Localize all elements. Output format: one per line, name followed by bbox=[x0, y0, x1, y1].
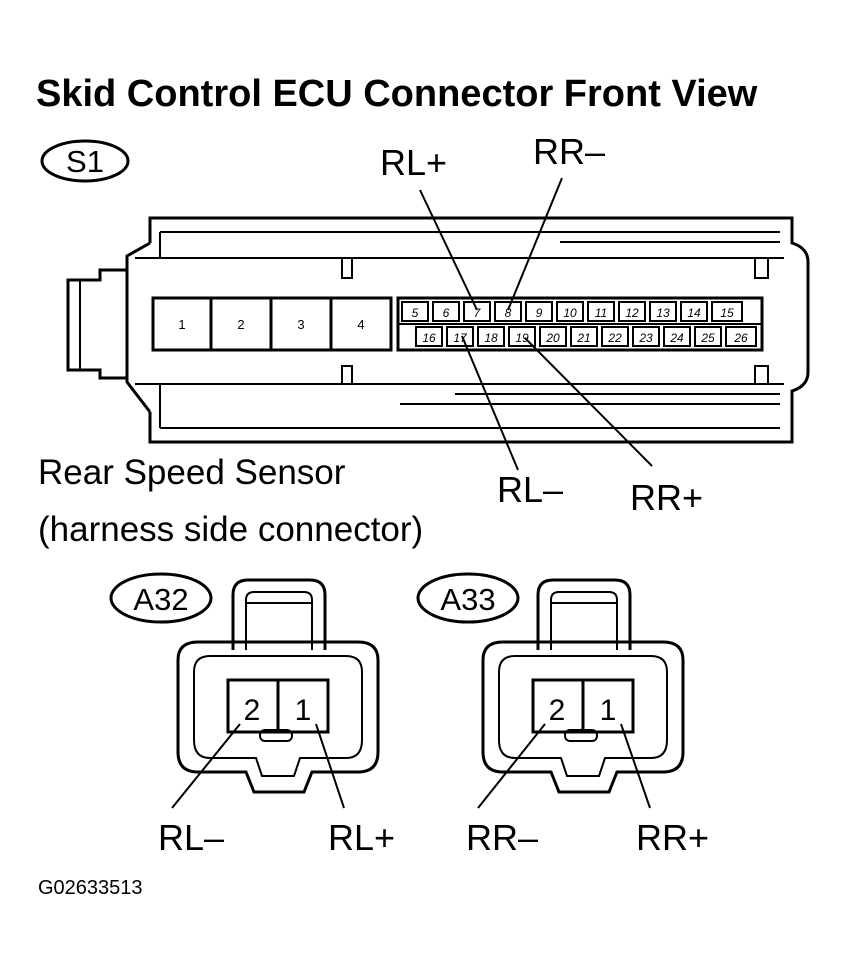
pin-5 bbox=[401, 301, 429, 322]
big-pin-label: 1 bbox=[178, 317, 185, 332]
a32-pin-label: 1 bbox=[295, 694, 312, 727]
a33-tag-ellipse bbox=[416, 572, 520, 624]
a32-tag-label: A32 bbox=[133, 582, 188, 617]
a33-pin-label: 1 bbox=[600, 694, 617, 727]
big-pin-label: 2 bbox=[237, 317, 244, 332]
pin-26 bbox=[725, 326, 757, 347]
pin-label: 10 bbox=[563, 306, 577, 320]
sensor-connector-a32: A32 2 1 RL– RL+ bbox=[109, 572, 395, 858]
pin-7 bbox=[463, 301, 491, 322]
a32-label-rl-plus: RL+ bbox=[328, 817, 395, 858]
pin-label: 16 bbox=[422, 331, 436, 345]
pin-label: 14 bbox=[687, 306, 701, 320]
sensor-heading-line1: Rear Speed Sensor bbox=[38, 453, 346, 492]
leader-rr-minus bbox=[507, 177, 563, 311]
leader-rl-minus bbox=[461, 335, 519, 471]
pin-label: 11 bbox=[595, 306, 607, 320]
pin-13 bbox=[649, 301, 677, 322]
pin-9 bbox=[525, 301, 553, 322]
pin-19 bbox=[508, 326, 536, 347]
a33-label-rr-minus: RR– bbox=[466, 817, 538, 858]
ecu-small-pins: 5 6 7 8 9 10 11 12 13 14 15 16 17 18 19 … bbox=[396, 296, 764, 352]
pin-label: 18 bbox=[484, 331, 498, 345]
ecu-label-rr-plus: RR+ bbox=[630, 477, 703, 518]
sensor-connector-a33: A33 2 1 RR– RR+ bbox=[416, 572, 709, 858]
big-pin-label: 4 bbox=[357, 317, 364, 332]
sensor-heading-line2: (harness side connector) bbox=[38, 510, 423, 549]
pin-15 bbox=[711, 301, 743, 322]
ecu-connector-body bbox=[66, 216, 810, 444]
pin-8 bbox=[494, 301, 522, 322]
pin-18 bbox=[477, 326, 505, 347]
pin-label: 15 bbox=[720, 306, 734, 320]
pin-10 bbox=[556, 301, 584, 322]
a32-pin-label: 2 bbox=[244, 694, 261, 727]
diagram-title: Skid Control ECU Connector Front View bbox=[36, 73, 758, 115]
s1-tag-ellipse bbox=[40, 139, 130, 183]
big-pin-4 bbox=[329, 296, 393, 352]
ecu-label-rl-minus: RL– bbox=[497, 469, 563, 510]
big-pin-label: 3 bbox=[297, 317, 304, 332]
pin-label: 21 bbox=[576, 331, 590, 345]
a32-label-rl-minus: RL– bbox=[158, 817, 224, 858]
pin-label: 13 bbox=[656, 306, 670, 320]
pin-label: 8 bbox=[505, 306, 512, 320]
pin-17 bbox=[446, 326, 474, 347]
pin-label: 20 bbox=[545, 331, 560, 345]
a33-label-rr-plus: RR+ bbox=[636, 817, 709, 858]
pin-label: 6 bbox=[443, 306, 450, 320]
pin-16 bbox=[415, 326, 443, 347]
pin-25 bbox=[694, 326, 722, 347]
s1-tag-label: S1 bbox=[66, 144, 104, 179]
ecu-label-rr-minus: RR– bbox=[533, 131, 605, 172]
a32-tag-ellipse bbox=[109, 572, 213, 624]
pin-14 bbox=[680, 301, 708, 322]
pin-label: 25 bbox=[700, 331, 715, 345]
leader-rr-plus bbox=[524, 337, 653, 467]
pin-label: 9 bbox=[536, 306, 543, 320]
pin-20 bbox=[539, 326, 567, 347]
figure-code: G02633513 bbox=[38, 877, 143, 899]
pin-21 bbox=[570, 326, 598, 347]
pin-6 bbox=[432, 301, 460, 322]
pin-12 bbox=[618, 301, 646, 322]
pin-label: 7 bbox=[474, 306, 482, 320]
pin-24 bbox=[663, 326, 691, 347]
ecu-big-pins: 1 2 3 4 bbox=[151, 296, 393, 352]
ecu-label-rl-plus: RL+ bbox=[380, 142, 447, 183]
pin-label: 19 bbox=[515, 331, 529, 345]
pin-23 bbox=[632, 326, 660, 347]
pin-label: 24 bbox=[669, 331, 684, 345]
pin-label: 12 bbox=[625, 306, 639, 320]
a33-tag-label: A33 bbox=[440, 582, 495, 617]
pin-22 bbox=[601, 326, 629, 347]
pin-11 bbox=[587, 301, 615, 322]
pin-label: 22 bbox=[607, 331, 622, 345]
pin-label: 5 bbox=[412, 306, 419, 320]
leader-rl-plus bbox=[419, 189, 478, 311]
pin-label: 23 bbox=[638, 331, 653, 345]
pin-label: 26 bbox=[733, 331, 748, 345]
a33-pin-label: 2 bbox=[549, 694, 566, 727]
